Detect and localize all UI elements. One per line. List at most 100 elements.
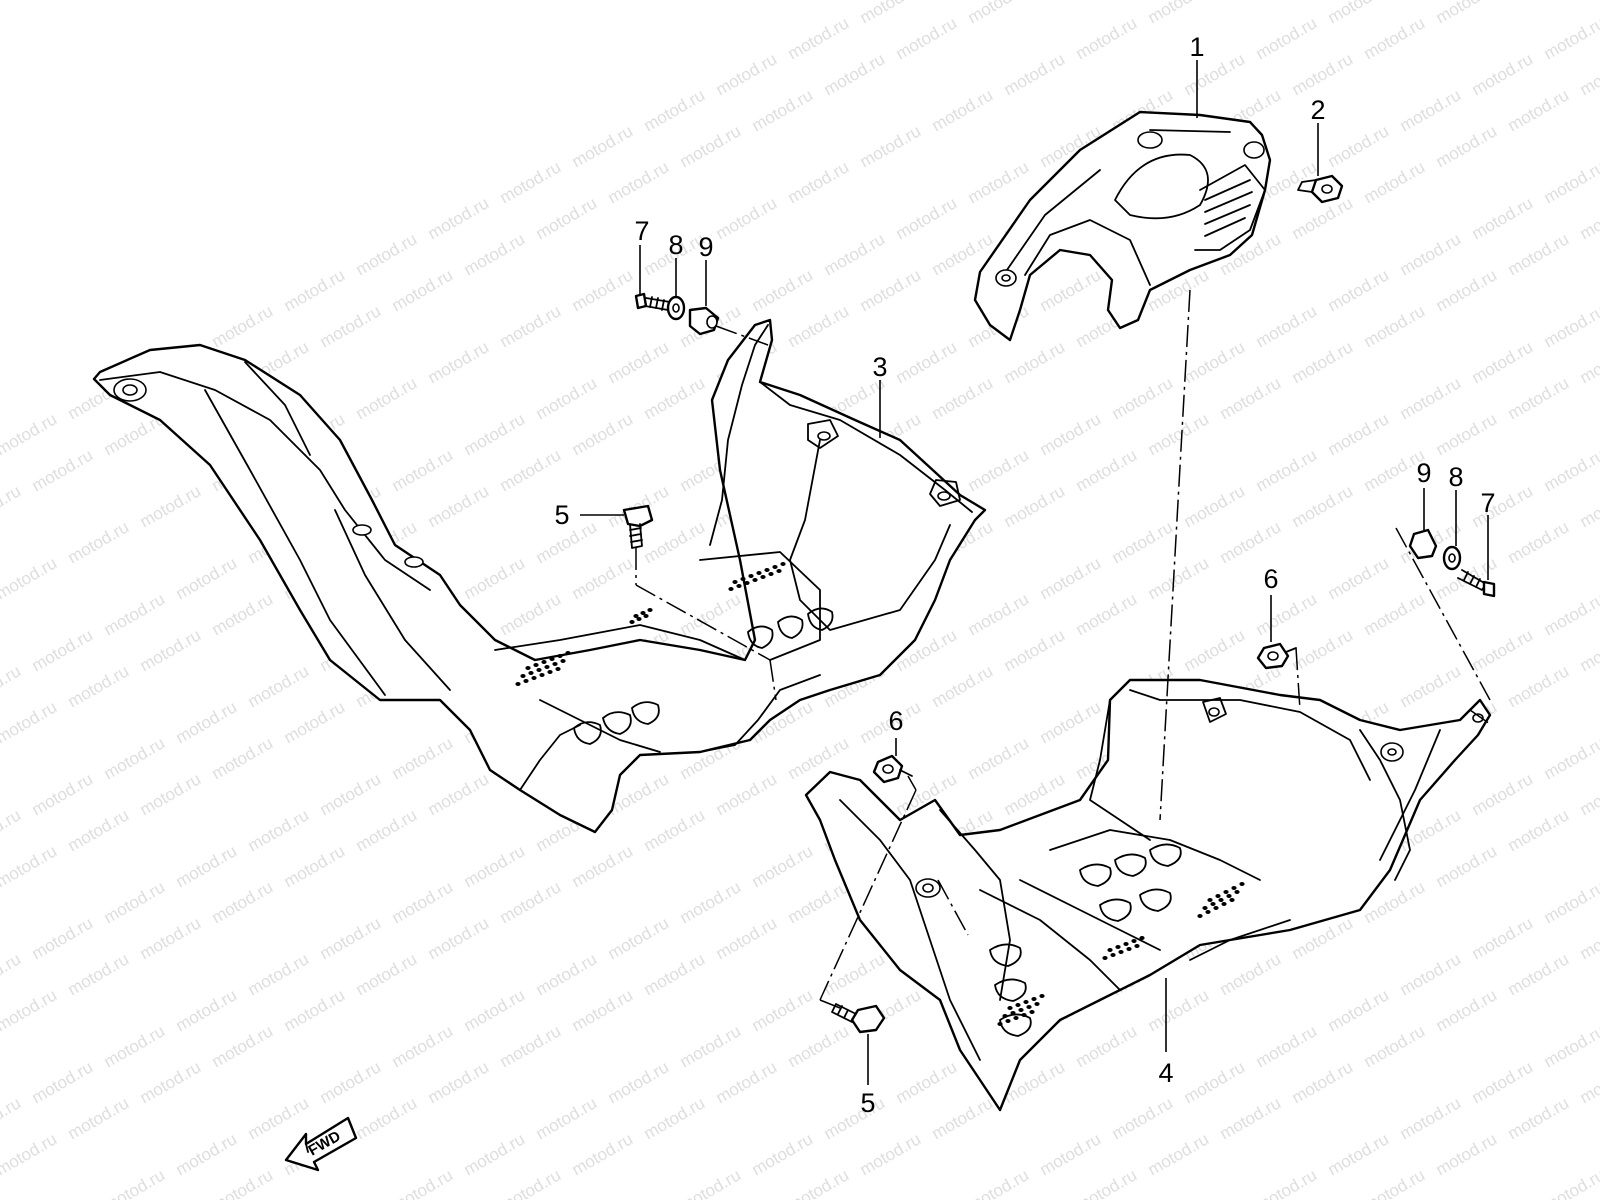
watermark-text: motod.ru <box>209 1165 277 1200</box>
watermark-text: motod.ru <box>1001 481 1069 531</box>
watermark-text: motod.ru <box>1577 1057 1600 1107</box>
watermark-text: motod.ru <box>785 1165 853 1200</box>
watermark-text: motod.ru <box>137 913 205 963</box>
watermark-text: motod.ru <box>0 985 60 1035</box>
watermark-text: motod.ru <box>965 157 1033 207</box>
watermark-text: motod.ru <box>1505 661 1573 711</box>
watermark-text: motod.ru <box>1541 157 1600 207</box>
tread-dimple <box>744 581 750 585</box>
watermark-text: motod.ru <box>389 1021 457 1071</box>
watermark-text: motod.ru <box>965 733 1033 783</box>
watermark-text: motod.ru <box>65 949 133 999</box>
watermark-text: motod.ru <box>1109 517 1177 567</box>
watermark-text: motod.ru <box>965 445 1033 495</box>
watermark-text: motod.ru <box>1289 49 1357 99</box>
watermark-text: motod.ru <box>65 517 133 567</box>
watermark-text: motod.ru <box>29 913 97 963</box>
tread-pattern <box>515 562 786 686</box>
watermark-text: motod.ru <box>1001 625 1069 675</box>
watermark-text: motod.ru <box>1325 121 1393 171</box>
tread-dimple <box>1231 886 1237 890</box>
tread-dimple <box>640 611 646 615</box>
tread-dimple <box>1034 1002 1040 1006</box>
watermark-text: motod.ru <box>1469 625 1537 675</box>
watermark-text: motod.ru <box>173 1129 241 1179</box>
tread-dimple <box>752 578 758 582</box>
watermark-text: motod.ru <box>1541 589 1600 639</box>
watermark-text: motod.ru <box>641 1093 709 1143</box>
tread-dimple <box>552 662 558 666</box>
watermark-text: motod.ru <box>1253 589 1321 639</box>
tread-dimple <box>1013 1016 1019 1020</box>
watermark-text: motod.ru <box>0 409 60 459</box>
tread-dimple <box>515 682 521 686</box>
watermark-text: motod.ru <box>533 193 601 243</box>
left-footrest-part <box>92 318 987 834</box>
watermark-text: motod.ru <box>281 985 349 1035</box>
tread-dimple <box>780 562 786 566</box>
watermark-text: motod.ru <box>1289 1057 1357 1107</box>
watermark-text: motod.ru <box>281 697 349 747</box>
watermark-text: motod.ru <box>425 1057 493 1107</box>
tread-dimple <box>1107 948 1113 952</box>
watermark-text: motod.ru <box>785 1021 853 1071</box>
watermark-text: motod.ru <box>1469 49 1537 99</box>
watermark-text: motod.ru <box>1505 85 1573 135</box>
watermark-text: motod.ru <box>1433 265 1501 315</box>
tread-dimple <box>736 584 742 588</box>
watermark-text: motod.ru <box>1577 337 1600 387</box>
tread-dimple <box>748 574 754 578</box>
watermark-text: motod.ru <box>1541 733 1600 783</box>
watermark-text: motod.ru <box>1217 1093 1285 1143</box>
tread-dimple <box>1139 936 1145 940</box>
tread-dimple <box>1207 898 1213 902</box>
tread-dimple <box>1102 956 1108 960</box>
forward-direction-marker: FWD <box>284 1116 358 1172</box>
watermark-text: motod.ru <box>821 49 889 99</box>
watermark-text: motod.ru <box>929 661 997 711</box>
watermark-text: motod.ru <box>1325 409 1393 459</box>
watermark-text: motod.ru <box>1253 1165 1321 1200</box>
tread-dimple <box>1239 882 1245 886</box>
bolt-part-5-left <box>622 504 654 549</box>
watermark-text: motod.ru <box>353 805 421 855</box>
callout-leaders <box>580 60 1489 1085</box>
tread-dimple <box>525 666 531 670</box>
watermark-text: motod.ru <box>1037 697 1105 747</box>
watermark-text: motod.ru <box>29 769 97 819</box>
watermark-text: motod.ru <box>0 841 60 891</box>
tread-dimple <box>1134 944 1140 948</box>
watermark-text: motod.ru <box>209 301 277 351</box>
tread-dimple <box>647 608 653 612</box>
watermark-text: motod.ru <box>1289 481 1357 531</box>
watermark-text: motod.ru <box>461 985 529 1035</box>
tread-dimple <box>756 571 762 575</box>
watermark-text: motod.ru <box>641 517 709 567</box>
watermark-text: motod.ru <box>893 1057 961 1107</box>
watermark-text: motod.ru <box>605 157 673 207</box>
watermark-text: motod.ru <box>1037 1129 1105 1179</box>
watermark-text: motod.ru <box>569 265 637 315</box>
watermark-text: motod.ru <box>173 985 241 1035</box>
watermark-text: motod.ru <box>1397 229 1465 279</box>
watermark-text: motod.ru <box>1361 301 1429 351</box>
tread-dimple <box>772 565 778 569</box>
watermark-text: motod.ru <box>641 949 709 999</box>
watermark-text: motod.ru <box>1397 661 1465 711</box>
watermark-text: motod.ru <box>461 553 529 603</box>
watermark-text: motod.ru <box>1469 481 1537 531</box>
watermark-text: motod.ru <box>569 841 637 891</box>
tread-dimple <box>541 660 547 664</box>
watermark-text: motod.ru <box>1541 1165 1600 1200</box>
watermark-text: motod.ru <box>1217 517 1285 567</box>
watermark-text: motod.ru <box>497 877 565 927</box>
watermark-text: motod.ru <box>1577 625 1600 675</box>
watermark-text: motod.ru <box>1181 1057 1249 1107</box>
watermark-text: motod.ru <box>893 337 961 387</box>
tread-dimple <box>1002 1014 1008 1018</box>
watermark-text: motod.ru <box>1505 229 1573 279</box>
watermark-text: motod.ru <box>1433 409 1501 459</box>
tread-dimple <box>1218 898 1224 902</box>
watermark-text: motod.ru <box>389 1165 457 1200</box>
watermark-text: motod.ru <box>1037 265 1105 315</box>
